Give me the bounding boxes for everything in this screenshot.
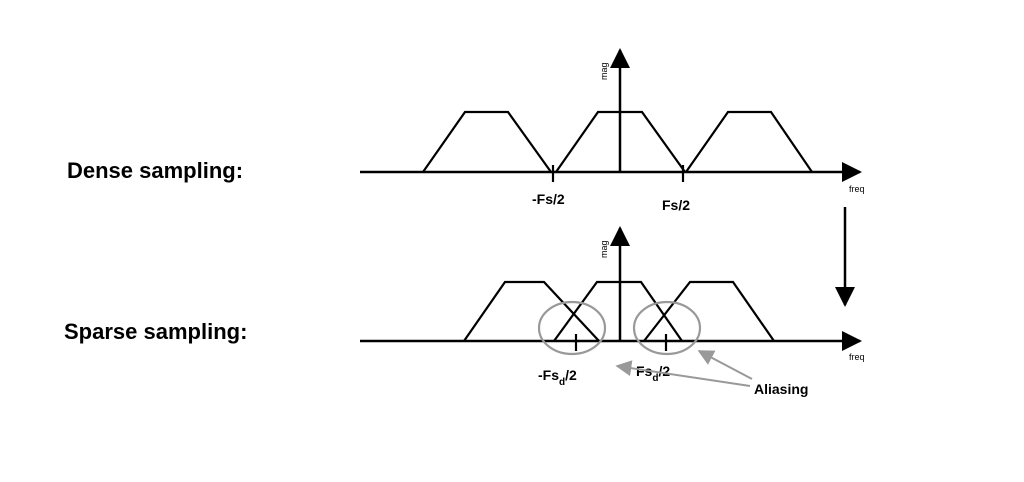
sparse-y-axis-label: mag	[599, 240, 609, 258]
dense-tick-left-label: -Fs/2	[532, 191, 565, 207]
sparse-replica-right	[643, 280, 775, 342]
dense-tick-right-label: Fs/2	[662, 197, 690, 213]
sparse-replica-left	[463, 280, 600, 342]
dense-y-axis-label: mag	[599, 62, 609, 80]
dense-replica-left	[422, 110, 552, 173]
aliasing-region-right	[632, 300, 702, 356]
aliasing-annotation: Aliasing	[754, 381, 808, 397]
sparse-x-axis-label: freq	[849, 352, 865, 362]
sparse-sampling-label: Sparse sampling:	[64, 319, 248, 344]
sparse-spectrum: mag freq -Fsd/2 Fsd/2 Aliasing	[360, 226, 865, 397]
dense-sampling-label: Dense sampling:	[67, 158, 244, 183]
dense-x-axis-label: freq	[849, 184, 865, 194]
dense-replica-right	[685, 110, 813, 173]
sparse-tick-left-label: -Fsd/2	[538, 367, 577, 388]
dense-replica-center	[555, 110, 686, 173]
aliasing-pointer-right	[697, 350, 753, 380]
dense-spectrum: mag freq -Fs/2 Fs/2	[360, 48, 865, 213]
aliasing-region-left	[537, 300, 607, 356]
sparse-replica-center	[553, 280, 683, 342]
aliasing-pointer-left	[615, 360, 751, 387]
